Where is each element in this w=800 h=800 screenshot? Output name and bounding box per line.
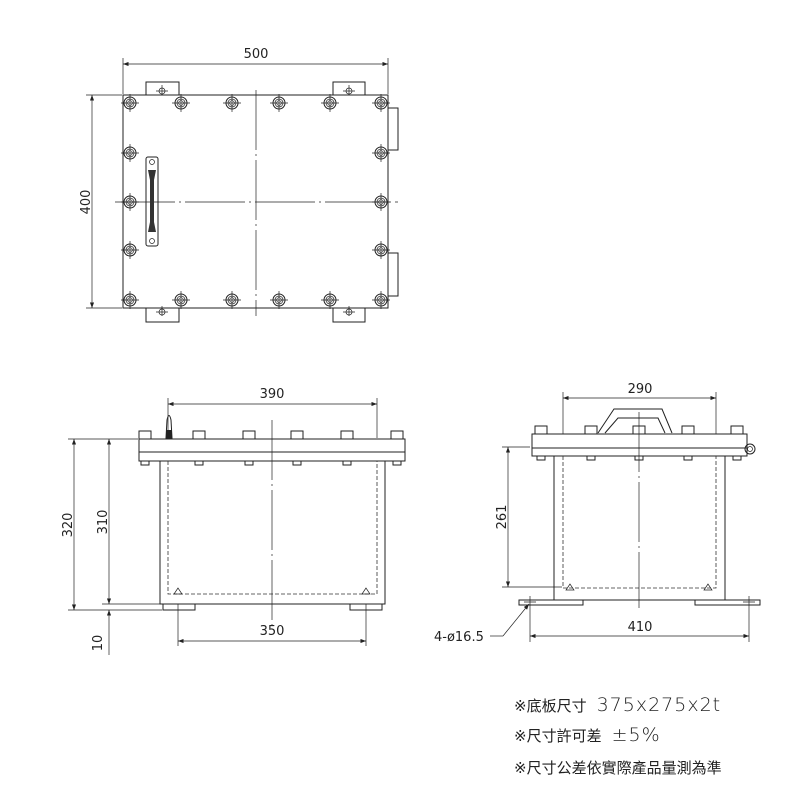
bolt-head [242,430,256,466]
bolt-icon [121,193,139,211]
hinge [744,443,756,455]
dimension-500: 500 [244,47,269,62]
dimension-350: 350 [260,624,285,639]
dimension-290: 290 [628,382,653,397]
hinge [387,107,399,151]
dimension-10: 10 [91,635,106,652]
bolt-head [340,430,354,466]
bolt-head [192,430,206,466]
bolt-icon [270,291,288,309]
side-view: 390 320 310 10 350 [61,387,406,655]
note-label: ※尺寸許可差 [514,727,602,745]
bolt-icon [172,94,190,112]
bolt-icon [372,291,390,309]
bolt-icon [121,291,139,309]
enclosure-outline [122,94,389,309]
handle [145,156,159,247]
dimension-410: 410 [628,620,653,635]
bolt-icon [372,193,390,211]
bolt-icon [321,291,339,309]
bolt-icon [121,241,139,259]
bolt-icon [372,144,390,162]
note-measurement: ※尺寸公差依實際產品量測為準 [514,757,722,778]
note-base-plate: ※底板尺寸 375x275x2t [514,694,721,716]
bolt-icon [121,144,139,162]
bolt-icon [172,291,190,309]
mounting-tab [145,81,180,96]
dimension-320: 320 [61,513,76,538]
bolt-icon [223,291,241,309]
bolt-head [138,430,152,466]
bolt-pattern [121,94,390,309]
dimension-310: 310 [96,510,111,535]
bolt-head [534,425,548,461]
note-label: ※尺寸公差依實際產品量測為準 [514,759,722,777]
hole-callout: 4-ø16.5 [434,630,484,645]
bolt-icon [270,94,288,112]
mounting-tab [145,307,180,323]
top-handle [597,408,673,434]
center-lines [115,90,398,316]
bolt-icon [372,94,390,112]
note-value: 375x275x2t [596,694,722,716]
note-value: ±5% [611,724,661,746]
tab-holes [156,85,355,316]
bolt-icon [121,94,139,112]
hinge [387,252,399,297]
top-view: 500 400 [79,47,399,323]
bolt-icon [223,94,241,112]
note-tolerance: ※尺寸許可差 ±5% [514,724,661,746]
note-label: ※底板尺寸 [514,697,587,715]
dimension-261: 261 [495,505,510,530]
front-view: 290 261 410 4-ø16.5 [434,382,761,645]
dimension-390: 390 [260,387,285,402]
bolt-head [290,430,304,466]
bolt-icon [372,241,390,259]
dimension-400: 400 [79,190,94,215]
bolt-head [681,425,695,461]
bolt-head [584,425,598,461]
bolt-icon [321,94,339,112]
bolt-head [390,430,404,466]
bolt-head [730,425,744,461]
